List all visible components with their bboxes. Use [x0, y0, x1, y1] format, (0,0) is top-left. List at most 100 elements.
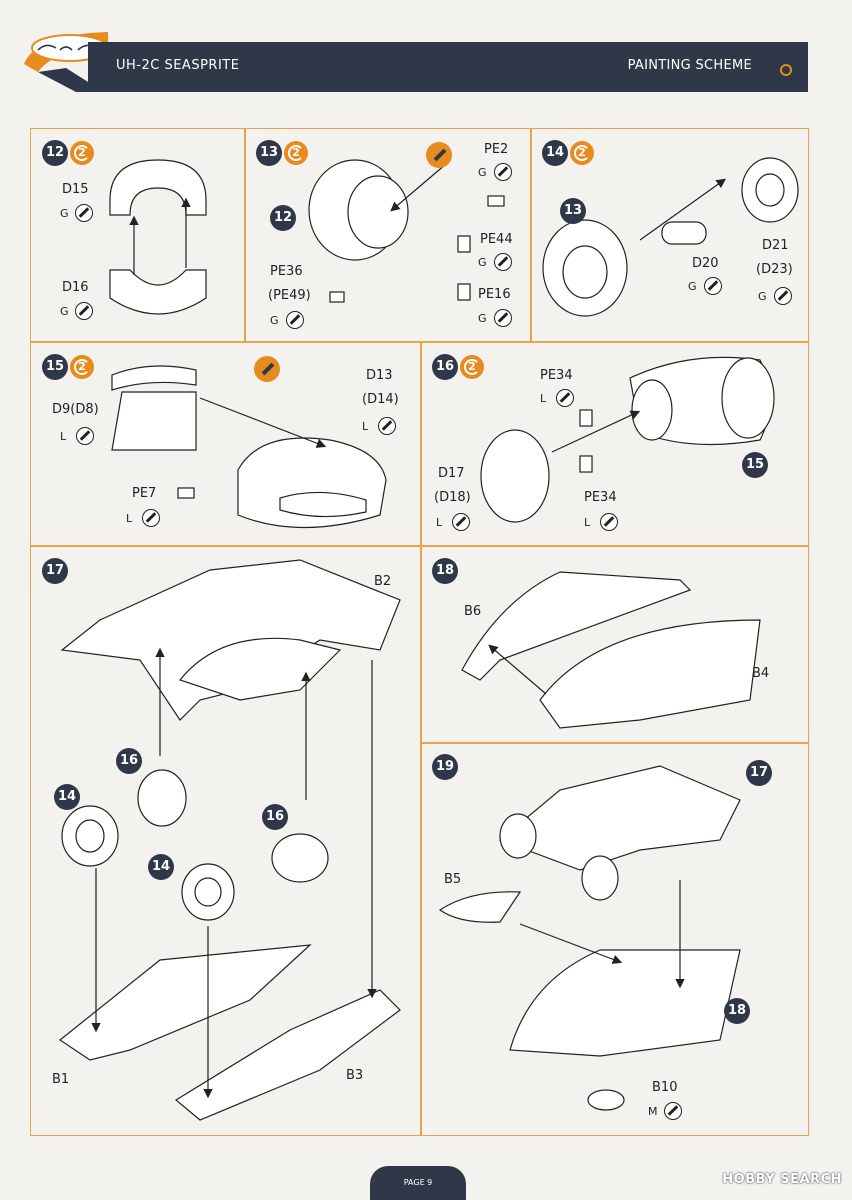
- part-d13: D13: [366, 368, 393, 383]
- part-pe2: PE2: [484, 142, 509, 157]
- step-number-13: 13: [256, 140, 282, 166]
- paint-code-pe34-top: L: [540, 392, 547, 405]
- paint-code-d13: L: [362, 420, 369, 433]
- rotate-icon-14: 2: [570, 141, 594, 165]
- part-pe34-top: PE34: [540, 368, 573, 383]
- paint-code-pe44: G: [478, 256, 487, 269]
- footer-tab: [370, 1166, 466, 1200]
- part-d21: D21: [762, 238, 789, 253]
- panel-step-16: [420, 342, 809, 546]
- paint-code-pe7: L: [126, 512, 133, 525]
- panel-step-18: [420, 546, 809, 744]
- step-number-12: 12: [42, 140, 68, 166]
- part-pe34-bottom: PE34: [584, 490, 617, 505]
- rotate-icon-15: 2: [70, 355, 94, 379]
- brush-icon-d15: [75, 204, 93, 222]
- rotate-count-15: 2: [78, 360, 86, 373]
- paint-code-pe36: G: [270, 314, 279, 327]
- brush-icon-pe16: [494, 309, 512, 327]
- rotate-count-14: 2: [578, 146, 586, 159]
- step-number-15: 15: [42, 354, 68, 380]
- panel-step-15: [30, 342, 422, 546]
- part-b5: B5: [444, 872, 462, 887]
- part-d23: (D23): [756, 262, 793, 277]
- part-d20: D20: [692, 256, 719, 271]
- part-d15: D15: [62, 182, 89, 197]
- brush-icon-d17: [452, 513, 470, 531]
- watermark-text: HOBBY SEARCH: [722, 1172, 842, 1187]
- brush-icon-pe36: [286, 311, 304, 329]
- model-title: UH-2C SEASPRITE: [116, 58, 240, 73]
- paint-code-d9: L: [60, 430, 67, 443]
- header-bar: [88, 42, 808, 92]
- brush-icon-pe2: [494, 163, 512, 181]
- subassembly-ref-16-left: 16: [116, 748, 142, 774]
- paint-code-b10: M: [648, 1105, 658, 1118]
- rotate-icon-16: 2: [460, 355, 484, 379]
- panel-step-19: [420, 742, 809, 1136]
- hobby-knife-icon-15: [254, 356, 280, 382]
- paint-code-d21: G: [758, 290, 767, 303]
- brush-icon-d20: [704, 277, 722, 295]
- rotate-count-12: 2: [78, 146, 86, 159]
- step-number-18: 18: [432, 558, 458, 584]
- brush-icon-d16: [75, 302, 93, 320]
- rotate-count-13: 2: [292, 146, 300, 159]
- step-number-16: 16: [432, 354, 458, 380]
- subassembly-ref-18: 18: [724, 998, 750, 1024]
- brush-icon-pe44: [494, 253, 512, 271]
- step-number-19: 19: [432, 754, 458, 780]
- part-b3: B3: [346, 1068, 364, 1083]
- page-number: PAGE 9: [403, 1178, 433, 1187]
- subassembly-ref-17: 17: [746, 760, 772, 786]
- subassembly-ref-14-right: 14: [148, 854, 174, 880]
- header-dot-icon: [780, 64, 792, 76]
- part-b2: B2: [374, 574, 392, 589]
- paint-code-pe2: G: [478, 166, 487, 179]
- part-d16: D16: [62, 280, 89, 295]
- paint-code-pe34-bottom: L: [584, 516, 591, 529]
- step-number-14: 14: [542, 140, 568, 166]
- part-d17: D17: [438, 466, 465, 481]
- part-pe44: PE44: [480, 232, 513, 247]
- part-d18: (D18): [434, 490, 471, 505]
- brush-icon-d9: [76, 427, 94, 445]
- rotate-icon-12: 2: [70, 141, 94, 165]
- rotate-count-16: 2: [468, 360, 476, 373]
- part-b10: B10: [652, 1080, 678, 1095]
- subassembly-ref-16-right: 16: [262, 804, 288, 830]
- panel-step-17: [30, 546, 422, 1136]
- part-pe36: PE36: [270, 264, 303, 279]
- subassembly-ref-13: 13: [560, 198, 586, 224]
- section-title: PAINTING SCHEME: [627, 58, 752, 73]
- part-d14: (D14): [362, 392, 399, 407]
- subassembly-ref-12: 12: [270, 205, 296, 231]
- paint-code-d15: G: [60, 207, 69, 220]
- brand-logo: [16, 28, 112, 92]
- panel-step-13: [244, 128, 532, 342]
- subassembly-ref-15: 15: [742, 452, 768, 478]
- paint-code-pe16: G: [478, 312, 487, 325]
- part-pe16: PE16: [478, 287, 511, 302]
- part-b6: B6: [464, 604, 482, 619]
- paint-code-d20: G: [688, 280, 697, 293]
- panel-step-14: [530, 128, 809, 342]
- part-b4: B4: [752, 666, 770, 681]
- brush-icon-pe34-top: [556, 389, 574, 407]
- paint-code-d16: G: [60, 305, 69, 318]
- paint-code-d17: L: [436, 516, 443, 529]
- part-b1: B1: [52, 1072, 70, 1087]
- part-d9: D9(D8): [52, 402, 99, 417]
- brush-icon-d21: [774, 287, 792, 305]
- part-pe49: (PE49): [268, 288, 311, 303]
- step-number-17: 17: [42, 558, 68, 584]
- hobby-knife-icon-13: [426, 142, 452, 168]
- brush-icon-d13: [378, 417, 396, 435]
- part-pe7: PE7: [132, 486, 157, 501]
- brush-icon-b10: [664, 1102, 682, 1120]
- subassembly-ref-14-left: 14: [54, 784, 80, 810]
- rotate-icon-13: 2: [284, 141, 308, 165]
- panel-step-12: [30, 128, 246, 342]
- brush-icon-pe34-bottom: [600, 513, 618, 531]
